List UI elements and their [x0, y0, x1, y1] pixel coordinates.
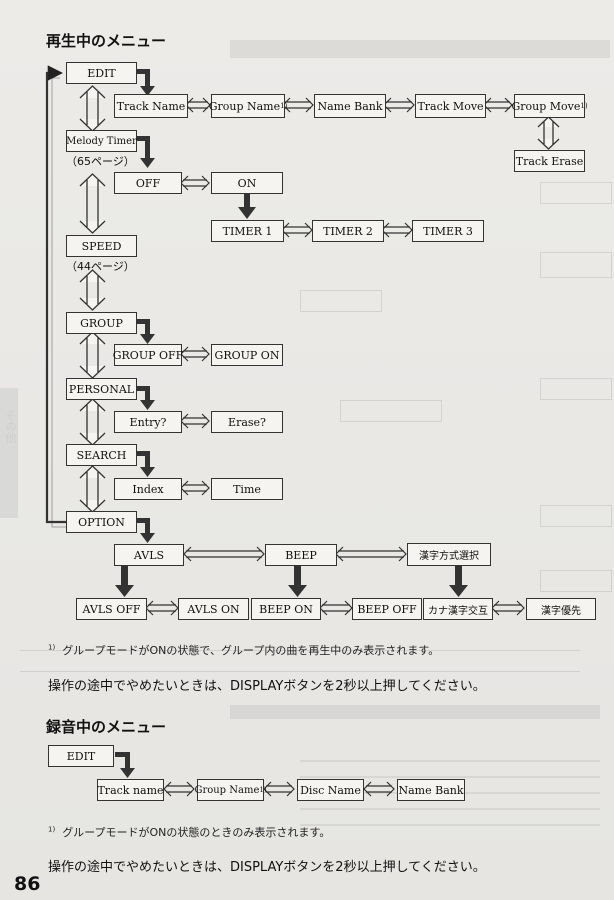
menu-edit[interactable]: EDIT [66, 62, 137, 84]
recording-note: 操作の途中でやめたいときは、DISPLAYボタンを2秒以上押してください。 [48, 860, 486, 875]
playback-footnote-mark: 1) [48, 643, 56, 652]
option-beep-on[interactable]: BEEP ON [251, 598, 321, 620]
menu-track-erase[interactable]: Track Erase [514, 150, 585, 172]
rec-track-name[interactable]: Track name [97, 779, 164, 801]
recording-horizontal-arrows [163, 781, 395, 797]
option-index[interactable]: Index [114, 478, 182, 500]
option-erase[interactable]: Erase? [211, 411, 283, 433]
option-avls[interactable]: AVLS [114, 544, 184, 566]
vertical-nav-arrows [79, 85, 560, 513]
option-beep-off[interactable]: BEEP OFF [352, 598, 422, 620]
menu-search[interactable]: SEARCH [66, 444, 137, 466]
recording-menu-heading: 録音中のメニュー [46, 718, 167, 736]
speed-page-ref: （44ページ） [66, 260, 135, 273]
option-entry[interactable]: Entry? [114, 411, 182, 433]
option-group-off[interactable]: GROUP OFF [113, 344, 183, 366]
menu-option[interactable]: OPTION [66, 511, 137, 533]
rec-menu-edit[interactable]: EDIT [48, 745, 114, 767]
horizontal-nav-arrows [145, 97, 525, 616]
menu-track-name[interactable]: Track Name [114, 94, 188, 118]
rec-disc-name[interactable]: Disc Name [297, 779, 364, 801]
menu-track-move[interactable]: Track Move [415, 94, 486, 118]
option-off[interactable]: OFF [114, 172, 182, 194]
playback-menu-heading: 再生中のメニュー [46, 32, 167, 50]
option-beep[interactable]: BEEP [265, 544, 337, 566]
group-move-label: Group Move [511, 99, 581, 113]
playback-footnote-text: グループモードがONの状態で、グループ内の曲を再生中のみ表示されます。 [62, 644, 440, 657]
option-time[interactable]: Time [211, 478, 283, 500]
option-kanji-select[interactable]: 漢字方式選択 [407, 543, 491, 566]
menu-loop-line [45, 65, 66, 528]
option-timer3[interactable]: TIMER 3 [412, 220, 484, 242]
recording-footnote-text: グループモードがONの状態のときのみ表示されます。 [62, 826, 331, 839]
group-name-label: Group Name [208, 99, 281, 113]
option-kana-kanji[interactable]: カナ漢字交互 [423, 598, 493, 620]
option-group-on[interactable]: GROUP ON [211, 344, 283, 366]
playback-footnote: 1) グループモードがONの状態で、グループ内の曲を再生中のみ表示されます。 [48, 642, 439, 658]
menu-melody-timer[interactable]: Melody Timer [66, 130, 137, 152]
option-avls-on[interactable]: AVLS ON [178, 598, 249, 620]
option-on[interactable]: ON [211, 172, 283, 194]
sidebar-tab-label: その他 [4, 410, 17, 443]
playback-note: 操作の途中でやめたいときは、DISPLAYボタンを2秒以上押してください。 [48, 679, 486, 694]
rec-group-name-label: Group Name [194, 784, 260, 796]
page-number: 86 [14, 873, 41, 895]
rec-name-bank[interactable]: Name Bank [397, 779, 465, 801]
menu-speed[interactable]: SPEED [66, 235, 137, 257]
recording-footnote-mark: 1) [48, 825, 56, 834]
menu-name-bank[interactable]: Name Bank [314, 94, 386, 118]
option-avls-off[interactable]: AVLS OFF [76, 598, 147, 620]
melody-timer-page-ref: （65ページ） [66, 155, 135, 168]
option-timer2[interactable]: TIMER 2 [312, 220, 384, 242]
menu-group[interactable]: GROUP [66, 312, 137, 334]
sidebar-tab [0, 388, 18, 518]
option-kanji-priority[interactable]: 漢字優先 [526, 598, 596, 620]
enter-submenu-arrows [115, 69, 468, 597]
menu-personal[interactable]: PERSONAL [66, 378, 137, 400]
option-timer1[interactable]: TIMER 1 [211, 220, 284, 242]
recording-enter-arrow [115, 752, 135, 778]
recording-footnote: 1) グループモードがONの状態のときのみ表示されます。 [48, 824, 330, 840]
